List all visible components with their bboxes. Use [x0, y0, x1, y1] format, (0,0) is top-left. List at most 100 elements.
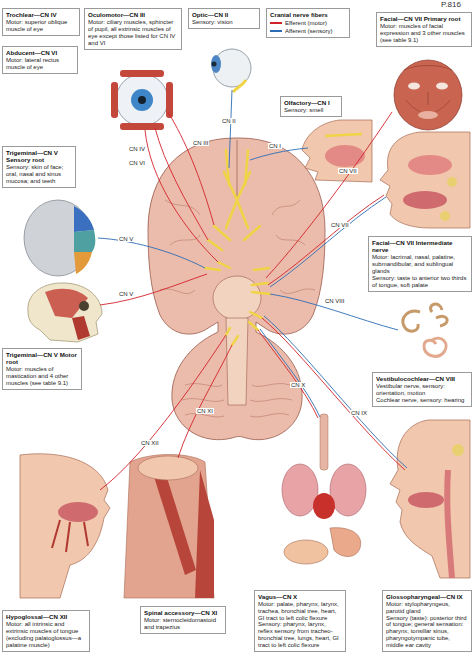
nerve-fibers — [100, 274, 207, 305]
brain — [148, 138, 325, 440]
head-sensory-figure — [74, 206, 94, 232]
nerve-function: Motor: lacrimal, nasal, palatine, subman… — [372, 254, 468, 275]
tongue-figure — [20, 454, 110, 598]
brain — [182, 384, 292, 417]
thoracic-organs-figure — [284, 540, 328, 564]
cranial-nerve-roots — [224, 172, 250, 228]
nerve-heading: Hypoglossal—CN XII — [6, 613, 86, 620]
nerve-fibers — [258, 330, 318, 418]
nerve-heading: Trigeminal—CN V Sensory root — [6, 149, 72, 163]
thoracic-organs-figure — [320, 414, 328, 470]
nerve-label: CN VIII — [324, 298, 345, 304]
eyeball-muscles-figure — [166, 82, 173, 118]
nerve-box: Oculomotor—CN IIIMotor: ciliary muscles,… — [84, 8, 182, 50]
eye-figure — [211, 49, 251, 92]
brain — [237, 140, 238, 200]
eyeball-muscles-figure — [120, 70, 164, 77]
mouth-section-figure — [408, 155, 452, 175]
nerve-fibers — [268, 195, 384, 285]
nerve-function: Motor: palate, pharynx, larynx, trachea,… — [258, 601, 342, 622]
neck-muscles-figure — [195, 470, 214, 598]
eye-figure — [233, 80, 246, 92]
nerve-function: Motor: muscles of mastication and 4 othe… — [6, 366, 78, 387]
nerve-heading: Facial—CN VII Intermediate nerve — [372, 239, 468, 253]
nerve-box: Facial—CN VII Intermediate nerveMotor: l… — [368, 236, 472, 292]
legend-text: Efferent (motor) — [285, 20, 327, 27]
nose-figure — [302, 120, 372, 182]
nerve-function: Motor: all intrinsic and extrinsic muscl… — [6, 621, 86, 649]
nose-figure — [302, 120, 372, 182]
mouth-section-figure — [447, 177, 457, 187]
face-muscles-figure — [408, 83, 420, 90]
nerve-box: Trochlear—CN IVMotor: superior oblique m… — [2, 8, 80, 36]
throat-section-figure — [452, 444, 464, 456]
nerve-function: Motor: lateral rectus muscle of eye — [6, 57, 74, 71]
skull-figure — [72, 316, 90, 340]
tongue-figure — [58, 502, 98, 522]
legend-row: Afferent (sensory) — [270, 28, 346, 35]
nerve-heading: Abducent—CN VI — [6, 49, 74, 56]
brain — [226, 318, 248, 405]
thoracic-organs-figure — [282, 414, 366, 564]
nerve-label: CN II — [221, 118, 237, 124]
nerve-heading: Facial—CN VII Primary root — [380, 15, 468, 22]
neck-muscles-figure — [138, 456, 198, 480]
mouth-section-figure — [403, 191, 447, 209]
face-muscles-figure — [394, 60, 462, 130]
legend-text: Afferent (sensory) — [285, 28, 333, 35]
nerve-fibers — [250, 148, 308, 160]
nerve-function: Sensory: taste to anterior two thirds of… — [372, 275, 468, 289]
nerve-fibers — [260, 329, 320, 417]
eyeball-muscles-figure — [131, 89, 153, 111]
eyeball-muscles-figure — [138, 96, 146, 104]
nerve-box: Trigeminal—CN V Sensory rootSensory: ski… — [2, 146, 76, 188]
cranial-nerve-roots — [226, 328, 238, 345]
nerve-heading: Spinal accessory—CN XI — [144, 609, 222, 616]
eyeball-muscles-figure — [111, 82, 118, 118]
page-number: P.816 — [440, 1, 462, 9]
mouth-section-figure — [380, 132, 470, 228]
nerve-heading: Cranial nerve fibers — [270, 11, 346, 18]
nerve-label: CN X — [290, 382, 306, 388]
nerve-function: Motor: ciliary muscles, sphincter of pup… — [88, 19, 178, 47]
throat-section-figure — [447, 470, 452, 578]
nerve-box: Spinal accessory—CN XIMotor: sternocleid… — [140, 606, 226, 634]
nerve-box: Vestibulocochlear—CN VIIIVestibular nerv… — [372, 372, 472, 407]
nerve-function: Vestibular nerve, sensory: orientation, … — [376, 383, 468, 397]
nerve-fibers — [100, 335, 226, 490]
face-muscles-figure — [436, 83, 448, 90]
nerve-function: Motor: muscles of facial expression and … — [380, 23, 468, 44]
head-sensory-figure — [74, 252, 92, 274]
nerve-box: Facial—CN VII Primary rootMotor: muscles… — [376, 12, 472, 47]
nerve-box: Vagus—CN XMotor: palate, pharynx, larynx… — [254, 590, 346, 652]
skull-figure — [45, 289, 88, 318]
nerve-label: CN IX — [350, 410, 368, 416]
nerve-box: Glossopharyngeal—CN IXMotor: stylopharyn… — [382, 590, 472, 652]
nerve-function: Cochlear nerve, sensory: hearing — [376, 397, 468, 404]
thoracic-organs-figure — [313, 493, 335, 519]
nerve-fibers — [270, 294, 398, 330]
eyeball-muscles-figure — [116, 74, 168, 126]
nerve-heading: Optic—CN II — [192, 11, 256, 18]
nerve-box: Abducent—CN VIMotor: lateral rectus musc… — [2, 46, 78, 74]
tongue-figure — [20, 454, 110, 598]
throat-section-figure — [408, 492, 444, 508]
cranial-nerve-roots — [208, 226, 260, 250]
nerve-heading: Glossopharyngeal—CN IX — [386, 593, 468, 600]
cranial-nerve-roots — [249, 283, 270, 330]
nerve-box: Olfactory—CN ISensory: smell — [280, 96, 342, 117]
ear-figure — [431, 304, 448, 326]
head-sensory-figure — [74, 230, 95, 252]
eyeball-muscles-figure — [111, 70, 173, 130]
nose-figure — [325, 145, 365, 167]
nerve-label: CN I — [268, 143, 282, 149]
mouth-section-figure — [440, 211, 450, 221]
nerve-heading: Vagus—CN X — [258, 593, 342, 600]
nerve-heading: Oculomotor—CN III — [88, 11, 178, 18]
eye-figure — [211, 55, 221, 73]
throat-section-figure — [390, 420, 470, 578]
nerve-function: Motor: sternocleidomastoid and trapezius — [144, 617, 222, 631]
nerve-box: Hypoglossal—CN XIIMotor: all intrinsic a… — [2, 610, 90, 652]
face-muscles-figure — [404, 66, 452, 113]
